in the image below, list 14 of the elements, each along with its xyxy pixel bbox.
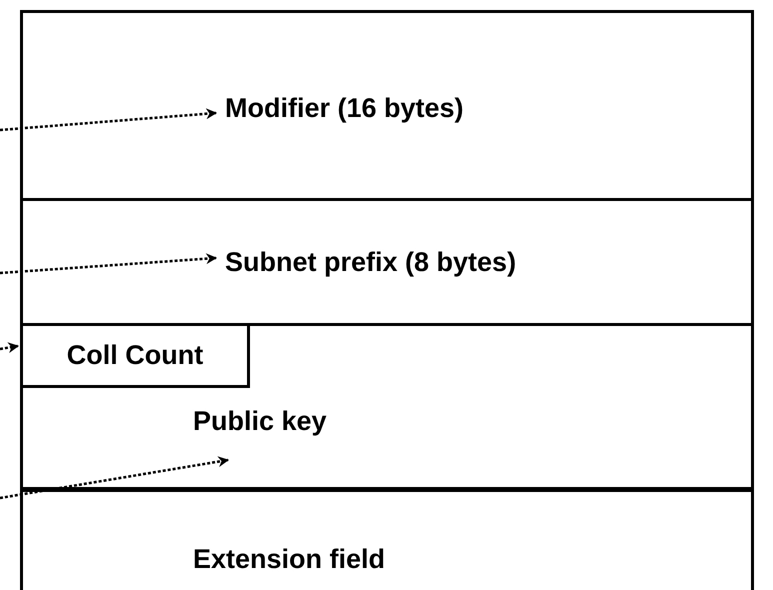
field-label: Public key — [193, 406, 327, 437]
dotted-arrow — [0, 253, 218, 274]
field-box — [20, 323, 250, 388]
field-label: Subnet prefix (8 bytes) — [225, 247, 516, 278]
field-row — [20, 489, 754, 590]
field-row — [20, 10, 754, 201]
field-row — [20, 323, 754, 490]
field-label: Coll Count — [66, 340, 204, 371]
dotted-arrow — [0, 108, 218, 132]
field-label: Modifier (16 bytes) — [225, 93, 464, 124]
dotted-arrow — [0, 342, 20, 354]
field-row — [20, 198, 754, 326]
dotted-arrow — [0, 456, 230, 500]
field-label: Extension field — [193, 544, 386, 575]
